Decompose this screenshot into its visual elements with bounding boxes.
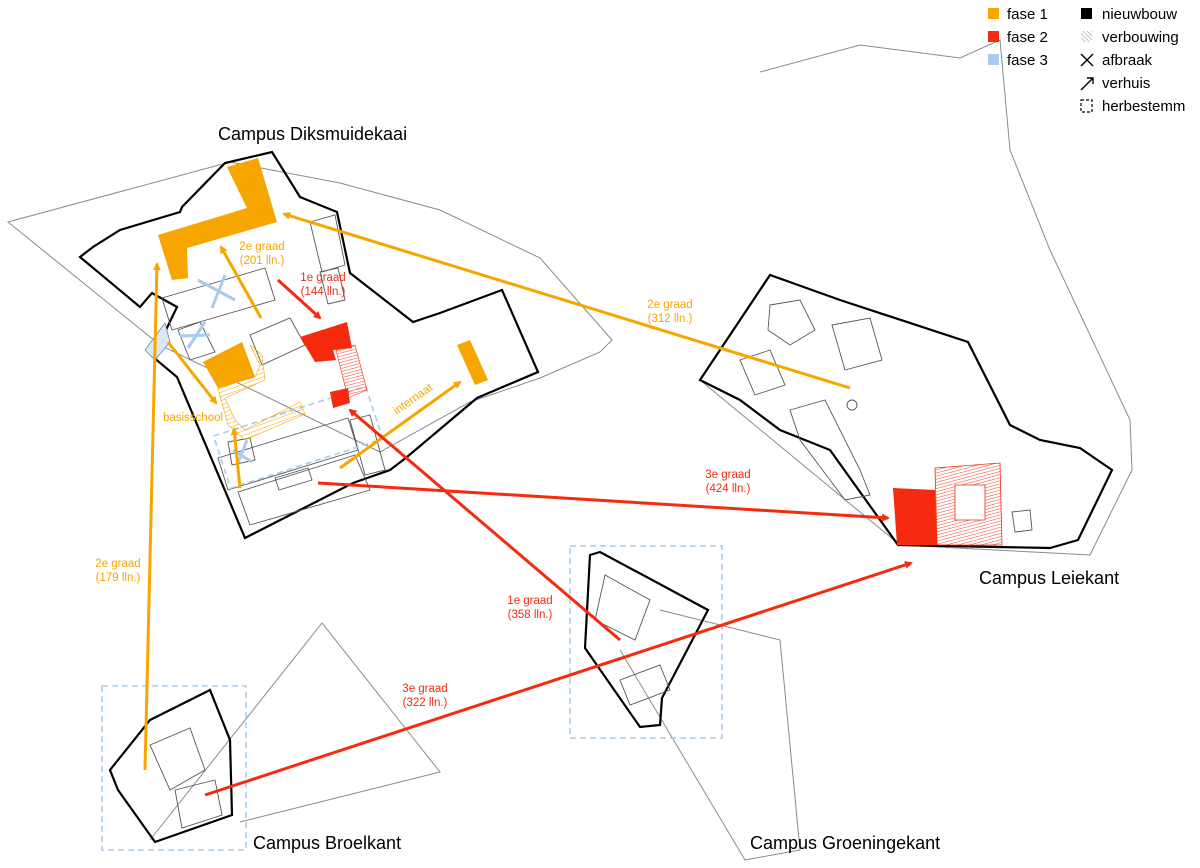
arrow-icon	[1080, 77, 1094, 91]
new-building-fase1-center	[203, 342, 255, 388]
svg-text:fase 1: fase 1	[1007, 6, 1048, 23]
cross-icon	[1080, 53, 1094, 67]
campus-label-groeningekant: Campus Groeningekant	[750, 833, 940, 853]
svg-text:fase 3: fase 3	[1007, 52, 1048, 69]
new-building-fase1-internaat	[457, 340, 488, 385]
arrow-1e-graad-144	[276, 278, 322, 320]
svg-text:3e graad(322 lln.): 3e graad(322 lln.)	[402, 683, 447, 709]
hatched-square-icon	[1081, 31, 1092, 42]
renovation-fase2	[335, 344, 368, 399]
demolition-cross-icon	[179, 274, 253, 464]
new-building-fase2-leiekant	[893, 488, 937, 545]
svg-text:3e graad(424 lln.): 3e graad(424 lln.)	[705, 469, 750, 495]
filled-square-icon	[1081, 8, 1092, 19]
svg-text:afbraak: afbraak	[1102, 52, 1153, 69]
svg-text:2e graad(179 lln.): 2e graad(179 lln.)	[95, 558, 140, 584]
svg-text:verhuis: verhuis	[1102, 75, 1150, 92]
arrow-3e-graad-424	[317, 481, 890, 522]
arrow-internaat	[339, 380, 462, 470]
svg-text:2e graad(201 lln.): 2e graad(201 lln.)	[239, 241, 284, 267]
arrow-3e-graad-322	[204, 561, 913, 797]
svg-text:internaat: internaat	[392, 381, 436, 417]
campus-label-leiekant: Campus Leiekant	[979, 568, 1119, 588]
svg-text:herbestemm: herbestemm	[1102, 98, 1185, 115]
svg-text:2e graad(312 lln.): 2e graad(312 lln.)	[647, 299, 692, 325]
renovation-fase2-leiekant	[934, 462, 1003, 546]
arrow-2e-graad-201	[219, 245, 263, 319]
svg-text:basisschool: basisschool	[163, 412, 223, 424]
campus-label-diksmuidekaai: Campus Diksmuidekaai	[218, 124, 407, 144]
legend: fase 1 fase 2 fase 3 nieuwbouw verbouwin…	[988, 6, 1185, 115]
svg-text:nieuwbouw: nieuwbouw	[1102, 6, 1177, 23]
campus-label-broelkant: Campus Broelkant	[253, 833, 401, 853]
move-labels: 2e graad(312 lln.) 2e graad(179 lln.) 2e…	[95, 241, 750, 709]
move-arrows	[143, 211, 913, 797]
campus-diksmuidekaai-site	[6, 150, 613, 540]
campus-groeningekant-site	[569, 545, 801, 861]
campus-leiekant-site	[698, 39, 1133, 556]
fase3-swatch	[988, 54, 999, 65]
arrow-1e-graad-358	[348, 408, 621, 642]
svg-text:fase 2: fase 2	[1007, 29, 1048, 46]
arrow-basisschool	[166, 341, 218, 405]
fase1-swatch	[988, 8, 999, 19]
arrow-2e-graad-179	[143, 262, 161, 771]
dashed-square-icon	[1080, 99, 1093, 113]
svg-text:1e graad(358 lln.): 1e graad(358 lln.)	[507, 595, 552, 621]
renovation-fase1-center	[217, 344, 306, 441]
arrow-2e-graad-312	[282, 211, 851, 390]
svg-text:verbouwing: verbouwing	[1102, 29, 1179, 46]
campus-broelkant-site	[101, 622, 441, 851]
new-building-fase1-l-block	[158, 158, 277, 280]
new-building-fase2	[300, 322, 352, 362]
arrow-fase1-small	[230, 427, 242, 489]
fase2-swatch	[988, 31, 999, 42]
new-building-fase2-small	[330, 388, 350, 408]
svg-text:1e graad(144 lln.): 1e graad(144 lln.)	[300, 272, 345, 298]
